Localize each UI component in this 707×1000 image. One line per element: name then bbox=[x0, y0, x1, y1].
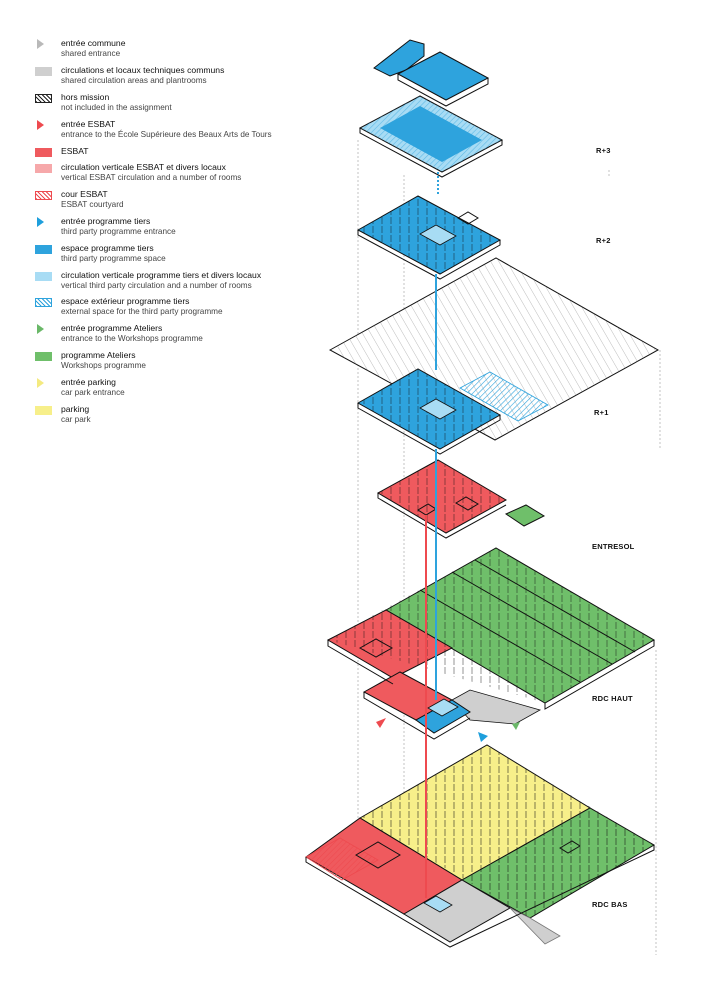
legend-label-en: Workshops programme bbox=[61, 361, 146, 371]
legend-item: circulations et locaux techniques commun… bbox=[34, 65, 314, 87]
guide-lines bbox=[357, 140, 661, 955]
legend-item: ESBAT bbox=[34, 146, 314, 157]
floor-r1 bbox=[328, 257, 660, 455]
floor-rdc-bas bbox=[305, 744, 655, 948]
legend-label-fr: entrée programme tiers bbox=[61, 215, 151, 226]
legend-label-en: vertical third party circulation and a n… bbox=[61, 280, 252, 290]
entrance-triangle-icon bbox=[37, 324, 44, 335]
legend-label-en: shared entrance bbox=[61, 49, 121, 58]
level-label-r1: R+1 bbox=[594, 408, 609, 417]
legend-label-en: third party programme entrance bbox=[61, 226, 176, 236]
legend-label-en: vertical ESBAT circulation and a number … bbox=[61, 172, 242, 182]
vertical-circulation bbox=[425, 172, 439, 898]
legend-label-en: third party programme space bbox=[61, 253, 166, 263]
legend-label-fr: parking bbox=[61, 403, 90, 414]
legend-label-en: car park entrance bbox=[61, 388, 125, 398]
hatch-swatch bbox=[35, 93, 52, 103]
color-swatch bbox=[35, 163, 52, 173]
level-label-entresol: ENTRESOL bbox=[592, 542, 635, 551]
color-swatch bbox=[35, 66, 52, 76]
legend-label-en: car park bbox=[61, 414, 91, 424]
entrance-triangle-icon bbox=[37, 378, 44, 389]
legend-label-en: shared circulation areas and plantrooms bbox=[61, 75, 207, 85]
legend-item: circulation verticale ESBAT et divers lo… bbox=[34, 162, 314, 184]
level-label-rdc-bas: RDC BAS bbox=[592, 900, 628, 909]
entrance-triangle-icon bbox=[37, 119, 44, 130]
legend-label-en: not included in the assignment bbox=[61, 102, 172, 112]
legend-label-fr: espace programme tiers bbox=[61, 242, 154, 253]
legend-label-fr: circulation verticale ESBAT et divers lo… bbox=[61, 161, 226, 172]
legend-label-fr: ESBAT bbox=[61, 145, 89, 156]
legend-label-fr: cour ESBAT bbox=[61, 188, 108, 199]
color-swatch bbox=[35, 147, 52, 157]
floor-r3 bbox=[358, 95, 504, 178]
floor-rdc-haut bbox=[326, 547, 655, 742]
level-label-r3: R+3 bbox=[596, 146, 611, 155]
legend-label-fr: espace extérieur programme tiers bbox=[61, 296, 190, 307]
legend-label-fr: hors mission bbox=[61, 91, 110, 102]
color-swatch bbox=[35, 352, 52, 362]
color-swatch bbox=[35, 271, 52, 281]
level-label-r2: R+2 bbox=[596, 236, 611, 245]
legend-label-fr: programme Ateliers bbox=[61, 350, 136, 361]
legend-label-fr: entrée programme Ateliers bbox=[61, 323, 163, 334]
floor-entresol bbox=[376, 459, 546, 539]
legend-label-fr: entrée ESBAT bbox=[61, 118, 116, 129]
level-label-rdc-haut: RDC HAUT bbox=[592, 694, 633, 703]
hatch-swatch bbox=[35, 190, 52, 200]
entrance-triangle-icon bbox=[37, 39, 44, 49]
legend-item: circulation verticale programme tiers et… bbox=[34, 270, 314, 292]
hatch-swatch bbox=[35, 298, 52, 308]
legend-label-fr: circulations et locaux techniques commun… bbox=[61, 64, 225, 75]
floor-r2 bbox=[356, 195, 502, 280]
legend-label-en: external space for the third party progr… bbox=[61, 307, 223, 317]
roof-top bbox=[373, 39, 490, 107]
legend-label-en: entrance to the Workshops programme bbox=[61, 334, 203, 344]
legend-label-en: ESBAT courtyard bbox=[61, 199, 124, 209]
legend-label-en: entrance to the École Supérieure des Bea… bbox=[61, 129, 272, 139]
color-swatch bbox=[35, 405, 52, 415]
entrance-triangle-icon bbox=[37, 216, 44, 227]
legend-label-fr: circulation verticale programme tiers et… bbox=[61, 269, 262, 280]
legend-label-fr: entrée parking bbox=[61, 377, 116, 388]
legend-label-fr: entrée commune bbox=[61, 38, 126, 48]
color-swatch bbox=[35, 244, 52, 254]
